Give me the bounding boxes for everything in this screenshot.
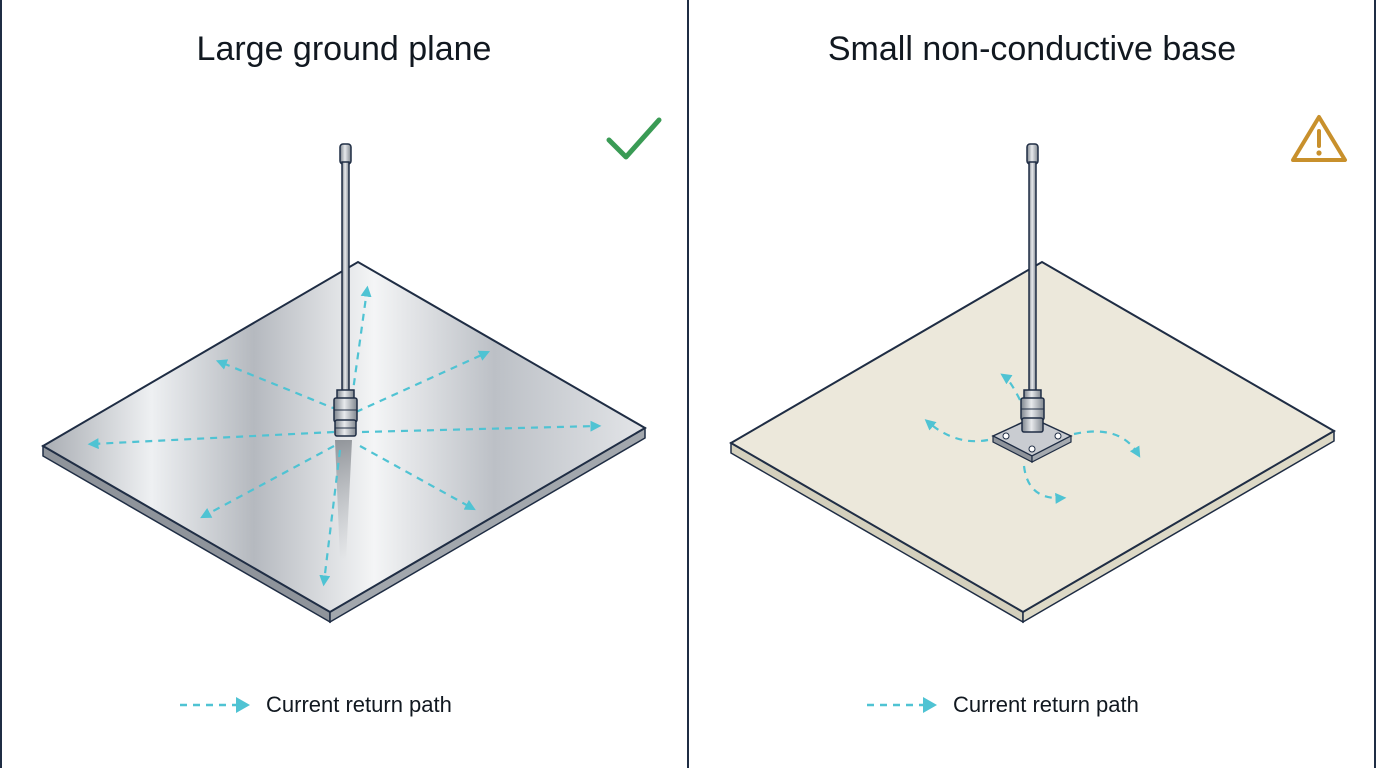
right-current-path-n — [1000, 373, 1021, 401]
right-current-path-s — [1022, 465, 1067, 504]
left-current-paths — [87, 285, 602, 587]
right-current-path-w — [924, 419, 989, 443]
right-legend: Current return path — [865, 692, 1139, 718]
dashed-arrow-icon — [180, 697, 250, 713]
left-current-path-se — [359, 445, 476, 511]
right-panel-title: Small non-conductive base — [827, 30, 1237, 68]
right-current-paths — [924, 373, 1141, 504]
left-legend: Current return path — [178, 692, 452, 718]
left-current-path-nw — [215, 359, 339, 412]
right-antenna — [1020, 143, 1045, 433]
panel-divider — [687, 0, 689, 768]
left-current-path-e — [361, 420, 602, 434]
dashed-arrow-icon — [867, 697, 937, 713]
right-legend-label: Current return path — [953, 692, 1139, 717]
check-icon — [606, 117, 662, 160]
left-border — [0, 0, 2, 768]
left-current-path-n — [350, 285, 372, 399]
left-current-path-w — [87, 430, 335, 450]
left-current-path-ne — [355, 350, 491, 414]
left-current-path-sw — [200, 445, 335, 519]
right-border — [1374, 0, 1376, 768]
left-ground-plane — [41, 260, 647, 624]
right-current-path-e — [1073, 430, 1141, 458]
left-current-path-s — [319, 449, 342, 587]
left-legend-label: Current return path — [266, 692, 452, 717]
left-panel-title: Large ground plane — [196, 30, 492, 68]
left-antenna — [333, 143, 358, 437]
warning-icon — [1291, 115, 1347, 162]
